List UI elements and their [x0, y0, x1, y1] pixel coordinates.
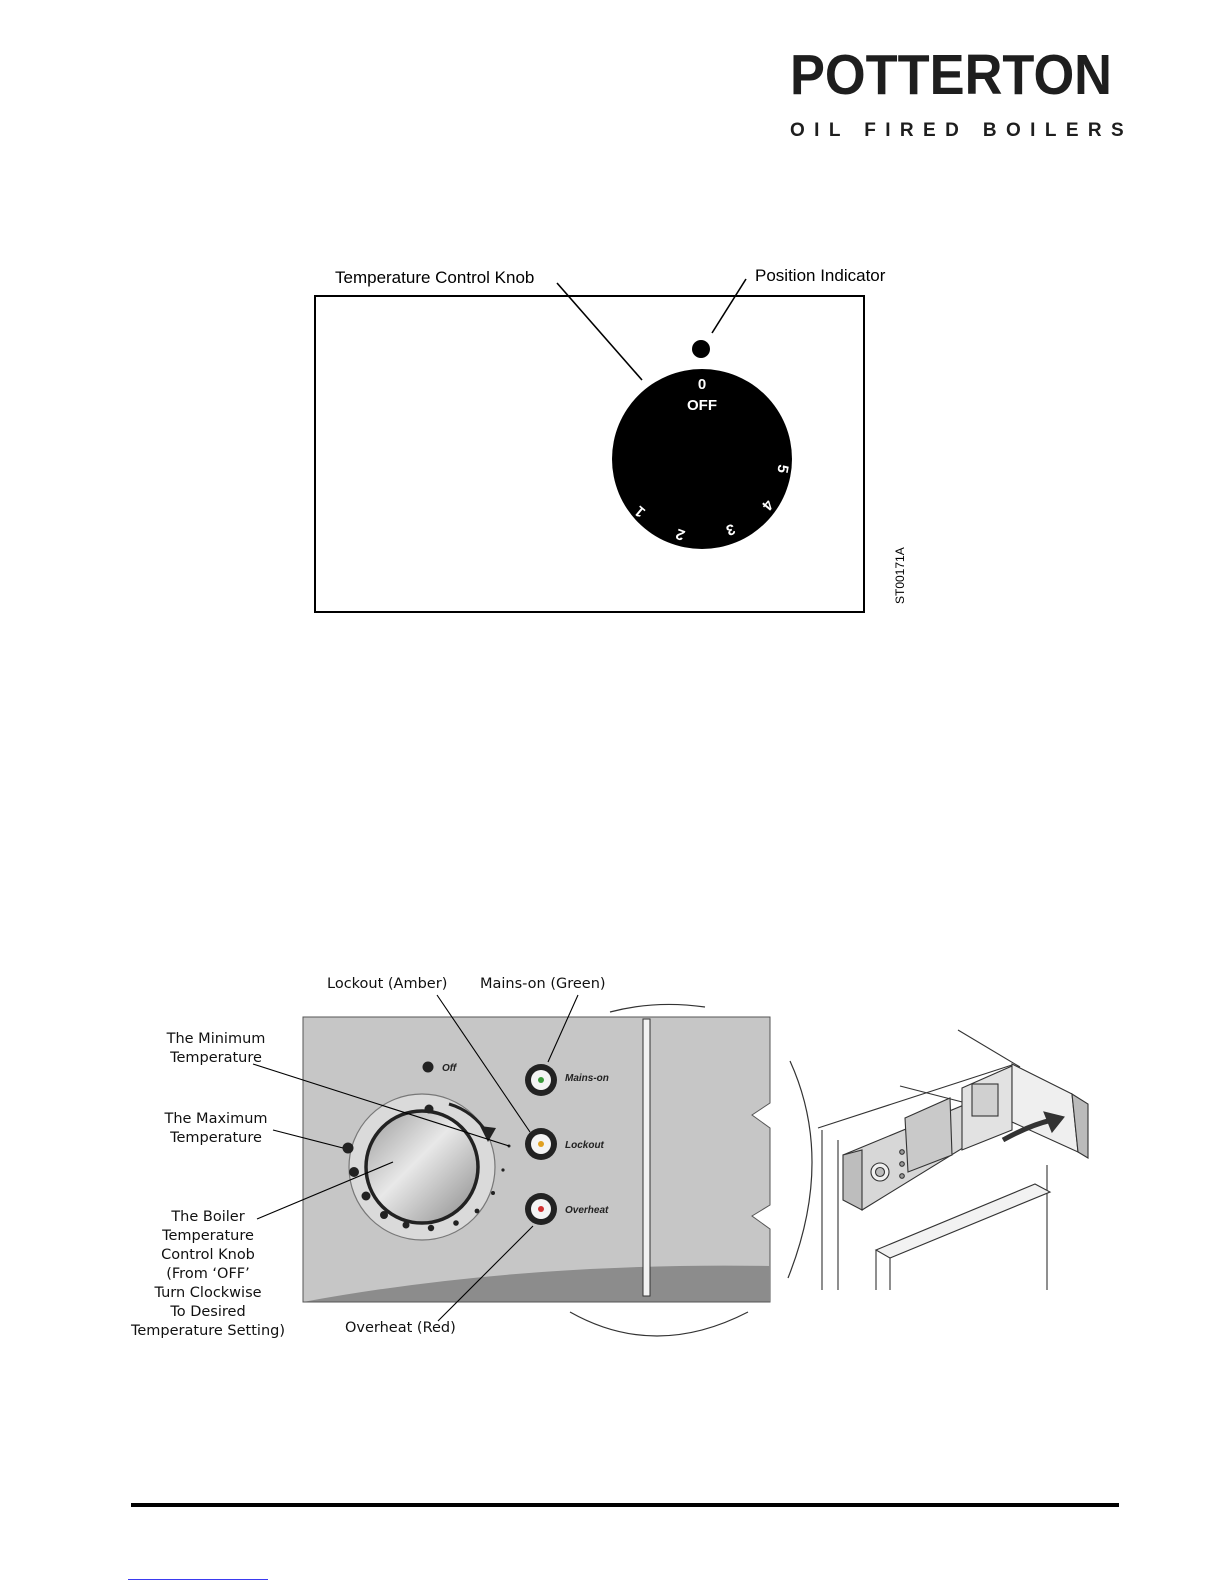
label-mains-on-green: Mains-on (Green) — [480, 976, 606, 992]
scale-dot-max — [342, 1142, 354, 1154]
panel-lower-edge — [303, 1265, 770, 1302]
scale-dot — [491, 1191, 495, 1195]
label-knob-line2: Temperature — [161, 1228, 254, 1244]
boiler-temperature-control-knob[interactable] — [364, 1109, 480, 1225]
mains-on-lamp — [525, 1064, 557, 1096]
scale-dot — [361, 1191, 371, 1201]
dial-off: OFF — [687, 397, 717, 414]
label-position-indicator: Position Indicator — [755, 266, 886, 285]
scale-dot — [453, 1220, 459, 1226]
callout-leaders — [252, 994, 579, 1322]
figure-boiler-control-panel: Off Mains-on Lockout Overheat Lockout (A… — [130, 976, 1089, 1339]
label-knob-line1: The Boiler — [170, 1209, 244, 1225]
footer-rule — [131, 1503, 1119, 1507]
panel-outline — [314, 295, 865, 613]
panel-lockout-label: Lockout — [565, 1140, 605, 1151]
label-maximum-line1: The Maximum — [163, 1111, 267, 1127]
temperature-control-knob[interactable] — [612, 369, 792, 549]
label-minimum-line1: The Minimum — [166, 1031, 266, 1047]
label-maximum-line2: Temperature — [169, 1130, 262, 1146]
brand-logo: POTTERTON OIL FIRED BOILERS — [790, 48, 1134, 148]
label-knob-line6: To Desired — [169, 1304, 245, 1320]
brand-tagline: OIL FIRED BOILERS — [790, 120, 1134, 141]
leader-indicator — [711, 278, 747, 334]
potterton-wordmark: POTTERTON — [790, 48, 1112, 100]
figure-temperature-knob: Temperature Control Knob Position Indica… — [314, 266, 907, 613]
boiler-overview-sketch — [817, 1029, 1089, 1290]
panel-off-label: Off — [442, 1063, 458, 1074]
position-indicator-dot — [692, 340, 710, 358]
panel-mains-on-label: Mains-on — [565, 1073, 609, 1084]
scale-dot — [501, 1168, 505, 1172]
dial-setting-5: 5 — [773, 463, 791, 474]
leader-knob — [556, 282, 643, 381]
figure-reference: ST00171A — [893, 547, 907, 604]
footer-link-underline — [128, 1579, 268, 1580]
scale-dot — [349, 1167, 359, 1177]
panel-overheat-label: Overheat — [565, 1205, 609, 1216]
label-knob-line3: Control Knob — [161, 1247, 255, 1263]
knob-pointer-dot — [424, 1104, 434, 1114]
label-temperature-control-knob: Temperature Control Knob — [335, 268, 534, 287]
panel-door-divider — [642, 1018, 651, 1297]
scale-dot — [402, 1221, 410, 1229]
lockout-lamp — [525, 1128, 557, 1160]
label-knob-line5: Turn Clockwise — [153, 1285, 261, 1301]
dial-zero: 0 — [698, 376, 706, 393]
scale-dot — [380, 1211, 388, 1219]
overheat-lamp — [525, 1193, 557, 1225]
label-minimum-line2: Temperature — [169, 1050, 262, 1066]
label-overheat-red: Overheat (Red) — [345, 1320, 456, 1336]
off-position-dot — [422, 1061, 434, 1073]
scale-dot — [427, 1224, 435, 1232]
scale-dot — [474, 1208, 480, 1214]
label-lockout-amber: Lockout (Amber) — [327, 976, 447, 992]
brand-name: POTTERTON — [790, 48, 1112, 100]
label-knob-line7: Temperature Setting) — [130, 1323, 285, 1339]
label-knob-line4: (From ‘OFF’ — [166, 1266, 250, 1282]
